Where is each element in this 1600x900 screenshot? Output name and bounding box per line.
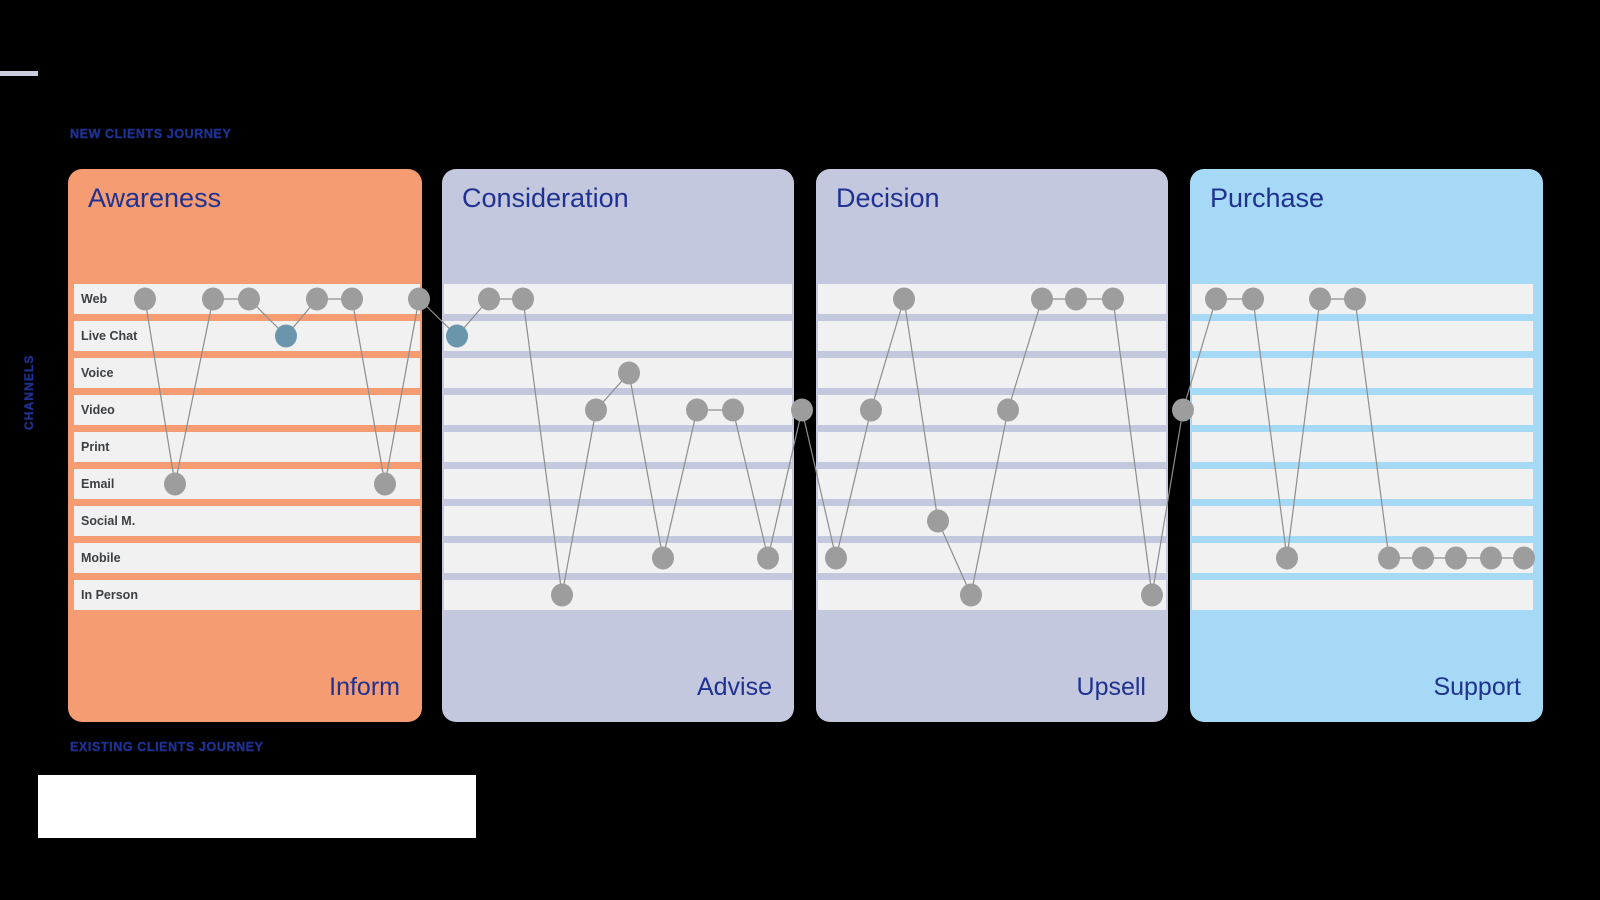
touchpoint-node[interactable] [1141, 583, 1163, 607]
touchpoint-node[interactable] [134, 287, 156, 311]
touchpoint-node[interactable] [238, 287, 260, 311]
touchpoint-node[interactable] [1378, 546, 1400, 570]
touchpoint-node[interactable] [652, 546, 674, 570]
touchpoint-node[interactable] [1276, 546, 1298, 570]
touchpoint-node[interactable] [618, 361, 640, 385]
touchpoint-node[interactable] [478, 287, 500, 311]
touchpoint-node[interactable] [202, 287, 224, 311]
touchpoint-node[interactable] [1480, 546, 1502, 570]
touchpoint-node[interactable] [306, 287, 328, 311]
touchpoint-node[interactable] [960, 583, 982, 607]
stage-title-awareness: Awareness [88, 183, 222, 213]
touchpoint-node[interactable] [927, 509, 949, 533]
touchpoint-node[interactable] [1205, 287, 1227, 311]
touchpoint-node[interactable] [791, 398, 813, 422]
existing-journey-empty-panel [38, 775, 476, 838]
touchpoint-node[interactable] [275, 324, 297, 348]
stage-title-decision: Decision [836, 183, 940, 213]
touchpoint-node[interactable] [1309, 287, 1331, 311]
stage-action-advise: Advise [696, 673, 772, 701]
touchpoint-node[interactable] [1172, 398, 1194, 422]
touchpoint-node[interactable] [722, 398, 744, 422]
stage-title-purchase: Purchase [1210, 183, 1325, 213]
touchpoint-node[interactable] [585, 398, 607, 422]
existing-clients-journey-heading: EXISTING CLIENTS JOURNEY [70, 740, 264, 754]
touchpoint-node[interactable] [374, 472, 396, 496]
touchpoint-node[interactable] [825, 546, 847, 570]
touchpoint-node[interactable] [446, 324, 468, 348]
touchpoint-node[interactable] [757, 546, 779, 570]
touchpoint-node[interactable] [1031, 287, 1053, 311]
touchpoint-node[interactable] [1065, 287, 1087, 311]
touchpoint-node[interactable] [997, 398, 1019, 422]
touchpoint-node[interactable] [1242, 287, 1264, 311]
touchpoint-node[interactable] [1344, 287, 1366, 311]
touchpoint-node[interactable] [1445, 546, 1467, 570]
touchpoint-node[interactable] [893, 287, 915, 311]
stage-action-inform: Inform [329, 673, 400, 701]
new-clients-journey-heading: NEW CLIENTS JOURNEY [70, 127, 232, 141]
touchpoint-node[interactable] [1412, 546, 1434, 570]
touchpoint-node[interactable] [551, 583, 573, 607]
touchpoint-node[interactable] [408, 287, 430, 311]
top-left-accent-bar [0, 71, 38, 76]
stage-action-upsell: Upsell [1076, 673, 1146, 701]
touchpoint-node[interactable] [512, 287, 534, 311]
touchpoint-node[interactable] [1102, 287, 1124, 311]
touchpoint-node[interactable] [686, 398, 708, 422]
touchpoint-node[interactable] [860, 398, 882, 422]
stage-action-support: Support [1433, 673, 1521, 701]
touchpoint-node[interactable] [1513, 546, 1535, 570]
stage-title-consideration: Consideration [462, 183, 629, 213]
touchpoint-node[interactable] [164, 472, 186, 496]
touchpoint-node[interactable] [341, 287, 363, 311]
